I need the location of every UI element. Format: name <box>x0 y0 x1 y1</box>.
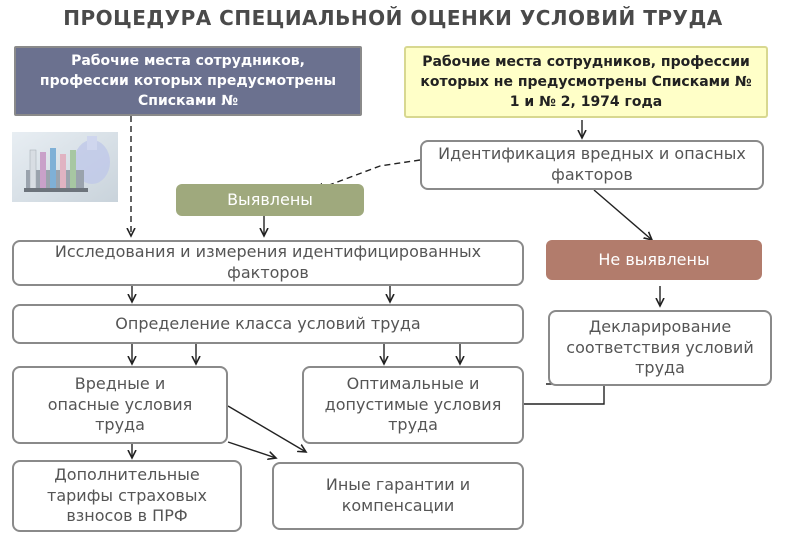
class-definition-text: Определение класса условий труда <box>115 313 421 333</box>
harmful-conditions-text: Вредные и опасные условия труда <box>47 373 193 435</box>
test-tubes-image <box>12 132 118 202</box>
declaration-box: Декларирование соответствия условий труд… <box>548 310 772 386</box>
class-definition-box: Определение класса условий труда <box>12 304 524 344</box>
guarantees-text: Иные гарантии и компенсации <box>325 475 471 515</box>
tariffs-text: Дополнительные тарифы страховых взносов … <box>47 464 207 526</box>
research-text: Исследования и измерения идентифицирован… <box>54 242 482 282</box>
listed-workplaces-box: Рабочие места сотрудников, профессии кот… <box>14 46 362 116</box>
identification-text: Идентификация вредных и опасных факторов <box>438 144 746 184</box>
research-box: Исследования и измерения идентифицирован… <box>12 240 524 286</box>
guarantees-box: Иные гарантии и компенсации <box>272 462 524 530</box>
found-box: Выявлены <box>176 184 364 216</box>
unlisted-workplaces-box: Рабочие места сотрудников, профессии кот… <box>404 46 768 118</box>
optimal-conditions-box: Оптимальные и допустимые условия труда <box>302 366 524 444</box>
not-found-box: Не выявлены <box>546 240 762 280</box>
page-title: ПРОЦЕДУРА СПЕЦИАЛЬНОЙ ОЦЕНКИ УСЛОВИЙ ТРУ… <box>63 6 723 30</box>
listed-workplaces-text: Рабочие места сотрудников, профессии кот… <box>39 52 337 110</box>
unlisted-workplaces-text: Рабочие места сотрудников, профессии кот… <box>420 53 752 111</box>
not-found-text: Не выявлены <box>598 249 710 269</box>
harmful-conditions-box: Вредные и опасные условия труда <box>12 366 228 444</box>
tariffs-box: Дополнительные тарифы страховых взносов … <box>12 460 242 532</box>
found-text: Выявлены <box>227 189 313 209</box>
identification-box: Идентификация вредных и опасных факторов <box>420 140 764 190</box>
optimal-conditions-text: Оптимальные и допустимые условия труда <box>324 373 502 435</box>
declaration-text: Декларирование соответствия условий труд… <box>566 316 754 378</box>
